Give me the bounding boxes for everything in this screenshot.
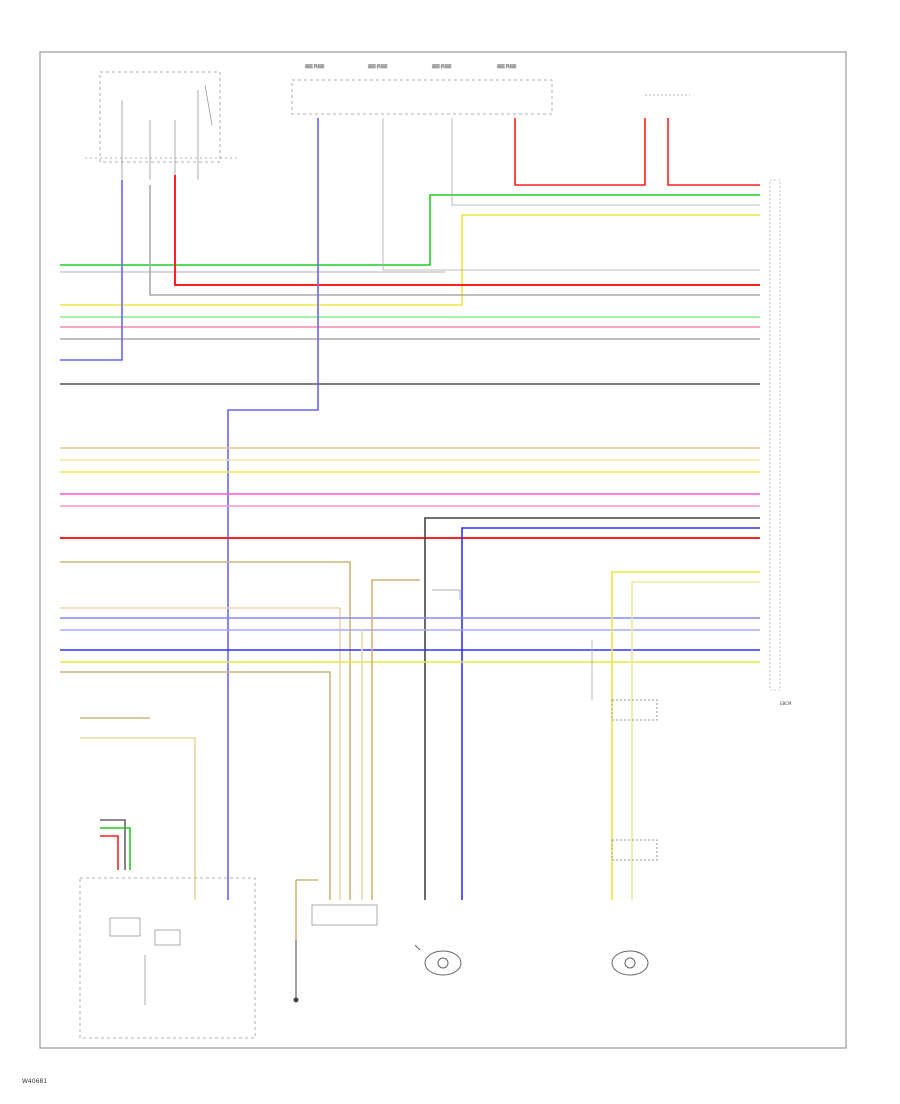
sensor-icon [414, 944, 462, 976]
junction-block: SEE FUSE SEE FUSE SEE FUSE SEE FUSE [291, 64, 553, 115]
sensor-icon [611, 699, 658, 976]
ebcm-label: EBCM [780, 701, 792, 706]
combination-meter [79, 877, 256, 1039]
diagram-border [39, 51, 847, 1049]
ground-icon [293, 940, 299, 1003]
figure-code: W40681 [22, 1078, 48, 1085]
svg-text:SEE FUSE: SEE FUSE [368, 64, 388, 69]
ebcm-connector: EBCM [769, 179, 792, 706]
steering-angle-sensor [311, 904, 378, 926]
svg-text:SEE FUSE: SEE FUSE [305, 64, 325, 69]
fuse-block [85, 71, 240, 180]
svg-text:SEE FUSE: SEE FUSE [497, 64, 517, 69]
wire-harness [60, 118, 760, 940]
svg-text:SEE FUSE: SEE FUSE [432, 64, 452, 69]
